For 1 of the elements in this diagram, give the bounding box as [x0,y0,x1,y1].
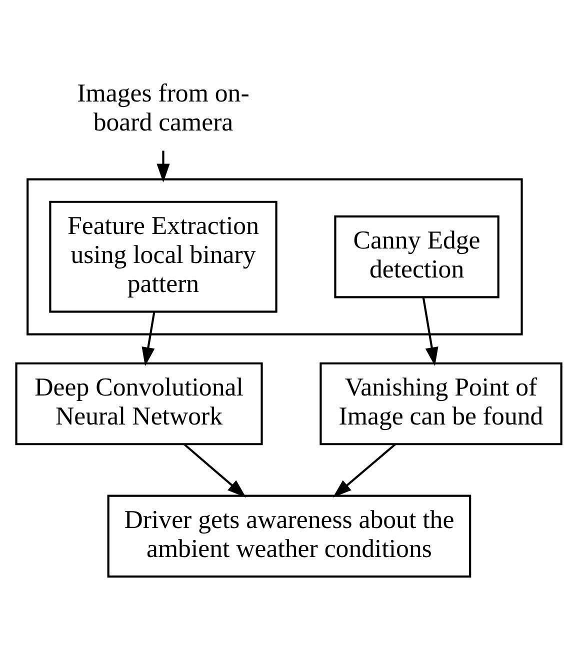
node-text: Images from on-board camera [77,78,250,136]
